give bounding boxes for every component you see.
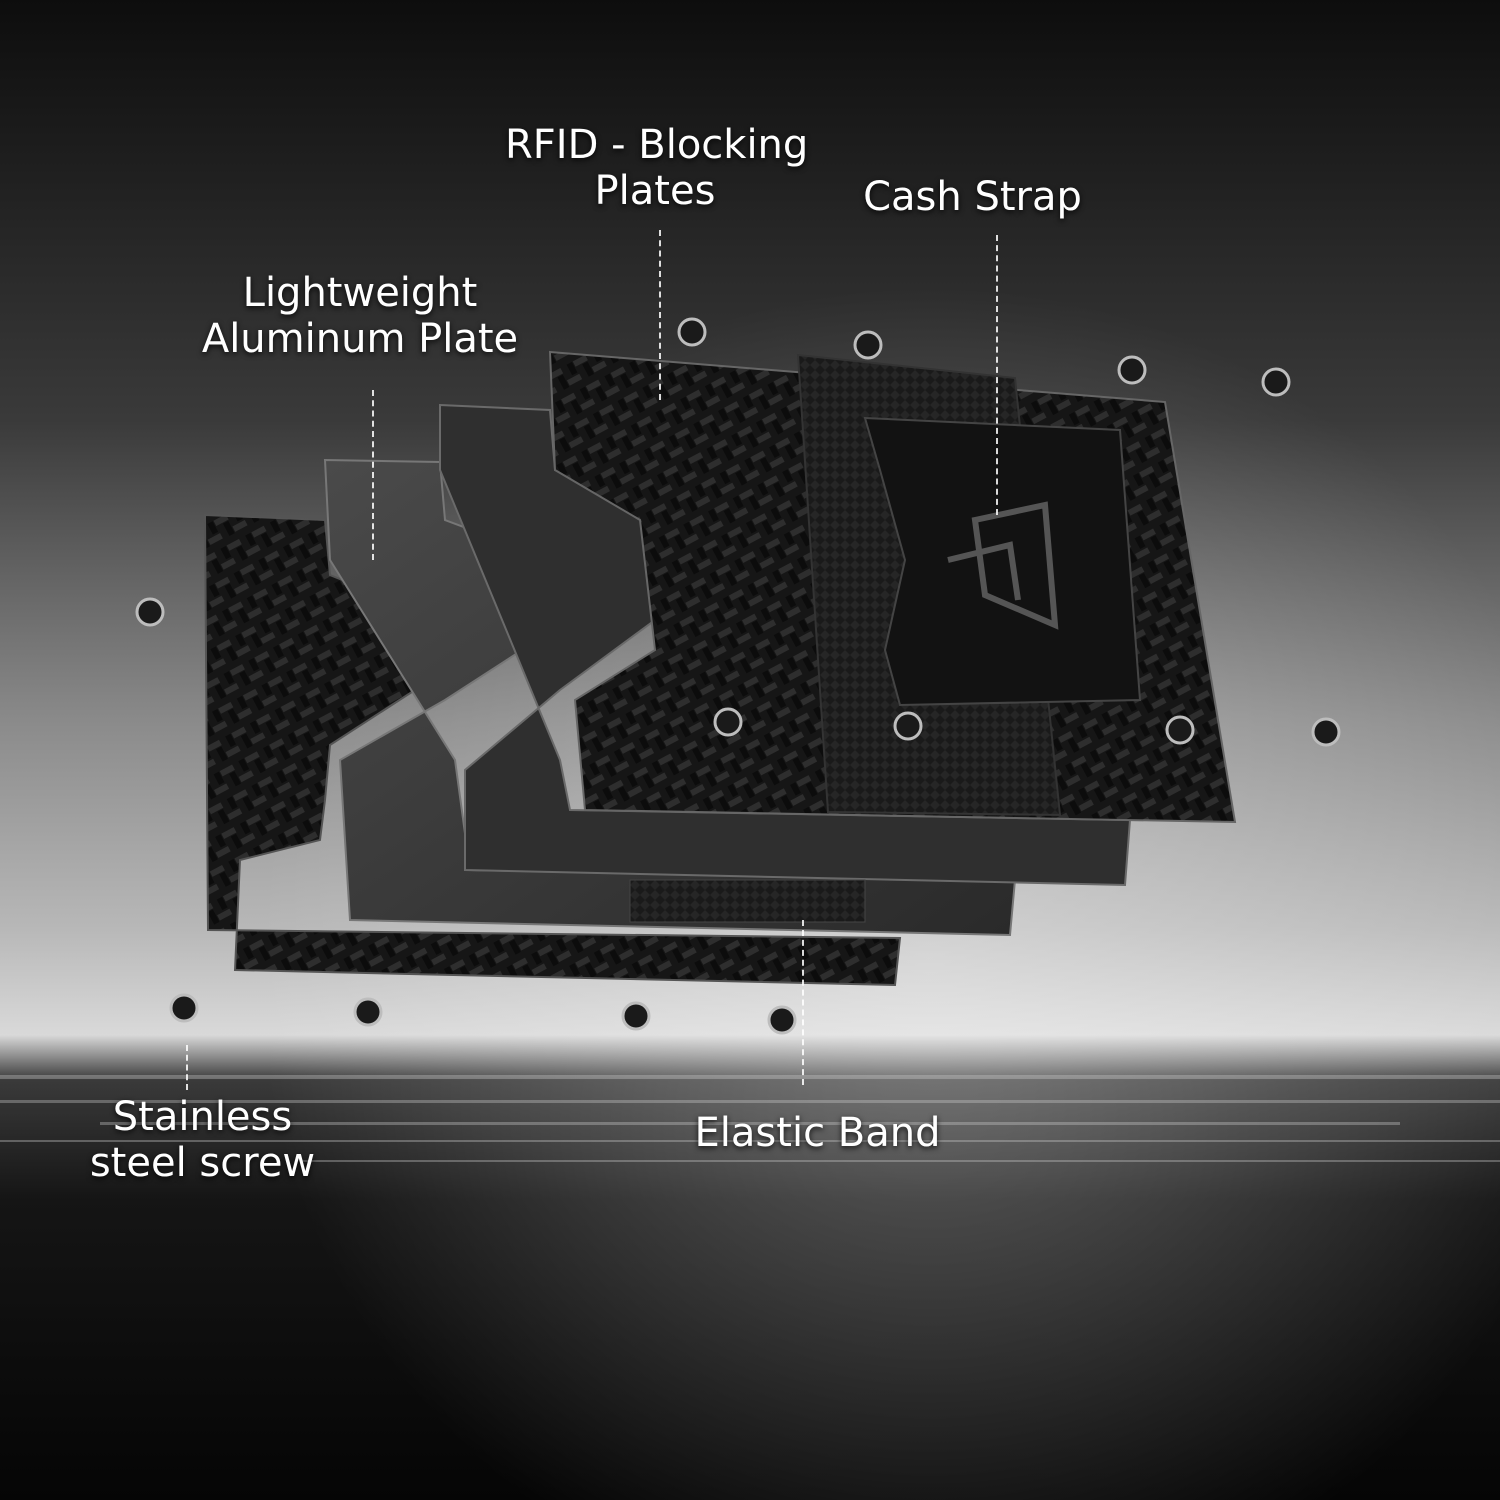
label-elastic-line1: Elastic Band xyxy=(694,1110,941,1156)
screws xyxy=(135,317,1341,1035)
leader-line-screw xyxy=(186,1045,188,1090)
label-aluminum-line1: Lightweight xyxy=(242,270,478,316)
label-stainless-screw: Stainless steel screw xyxy=(80,1094,325,1186)
label-rfid-blocking-plates: RFID - Blocking Plates xyxy=(505,122,809,214)
label-rfid-line2: Plates xyxy=(594,168,716,214)
leader-line-elastic xyxy=(802,920,804,1085)
cash-strap-clip xyxy=(863,416,1142,707)
label-cash-strap-line1: Cash Strap xyxy=(863,174,1082,220)
leader-line-cash-strap xyxy=(996,235,998,515)
elastic-band xyxy=(629,879,866,923)
label-aluminum-plate: Lightweight Aluminum Plate xyxy=(195,270,525,362)
leader-line-rfid xyxy=(659,230,661,400)
label-rfid-line1: RFID - Blocking xyxy=(505,122,809,168)
label-cash-strap: Cash Strap xyxy=(855,174,1090,220)
label-screw-line2: steel screw xyxy=(89,1140,316,1186)
label-screw-line1: Stainless xyxy=(112,1094,293,1140)
leader-line-aluminum xyxy=(372,390,374,560)
label-elastic-band: Elastic Band xyxy=(690,1110,945,1156)
label-aluminum-line2: Aluminum Plate xyxy=(201,316,519,362)
brand-logo xyxy=(947,501,1059,630)
